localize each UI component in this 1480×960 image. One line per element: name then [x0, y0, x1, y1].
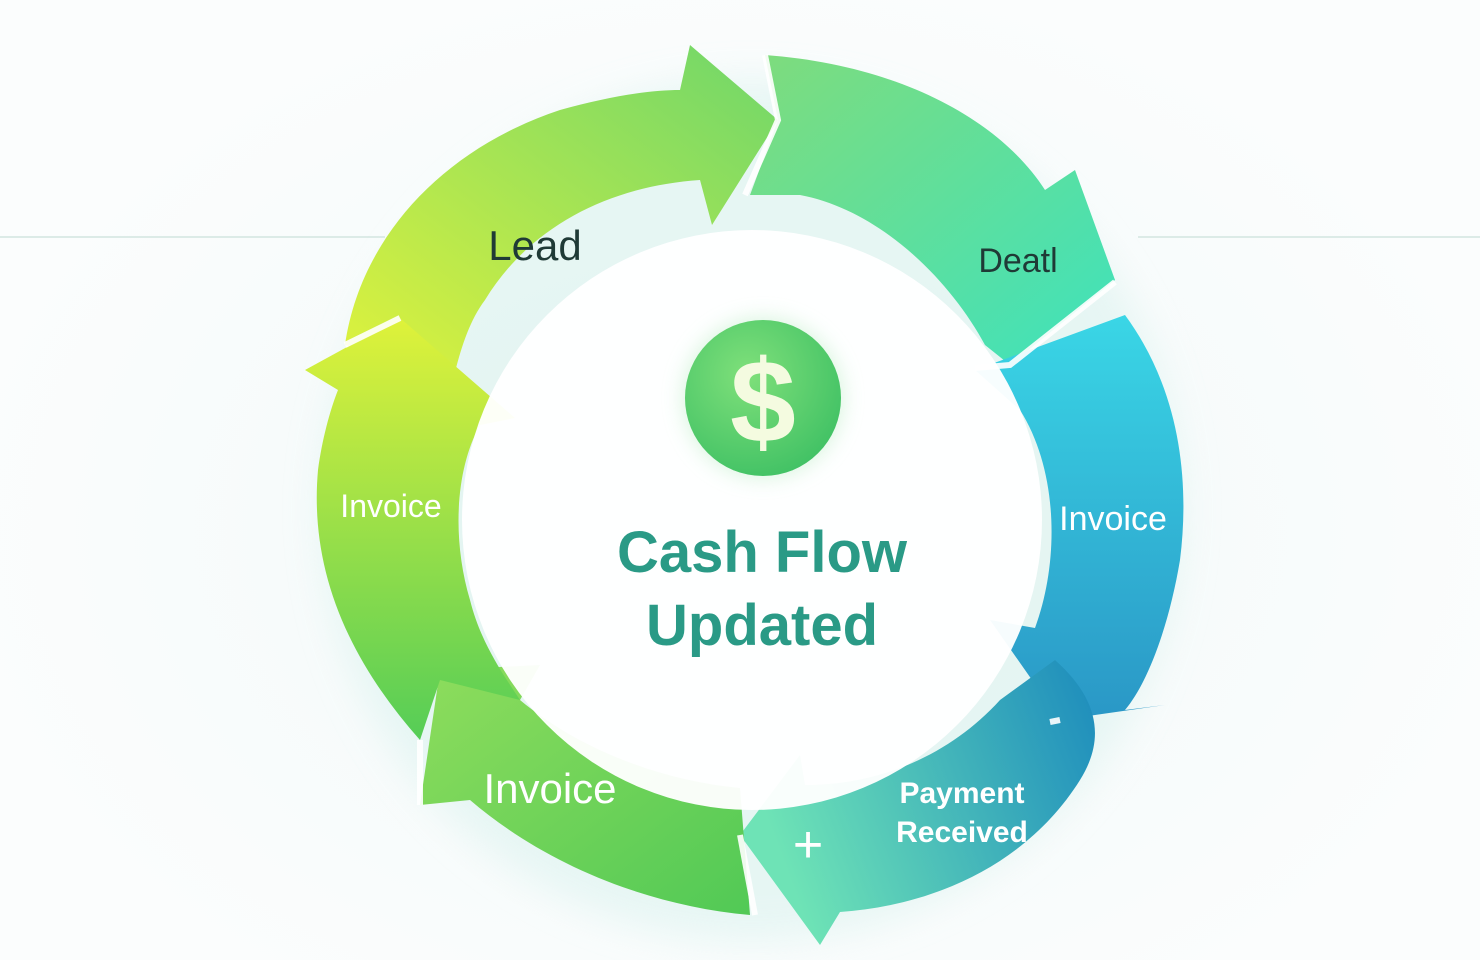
stage-arrow-invoice-left	[305, 318, 520, 740]
svg-text:$: $	[730, 336, 796, 468]
stage-label-invoice-right: Invoice	[1059, 500, 1167, 538]
center-title-line2: Updated	[646, 593, 878, 658]
stage-label-payment-line2: Received	[896, 816, 1028, 849]
header-divider-left	[0, 236, 385, 238]
stage-arrow-deal	[750, 55, 1115, 365]
stage-label-payment-line1: Payment	[899, 777, 1024, 810]
stage-label-invoice-left: Invoice	[340, 488, 441, 524]
stage-label-invoice-bottom: Invoice	[483, 765, 616, 812]
stage-arrow-lead	[345, 45, 778, 372]
stage-label-lead: Lead	[488, 222, 581, 269]
dollar-icon: $	[685, 320, 841, 476]
header-divider-right	[1138, 236, 1480, 238]
stage-arrow-payment	[740, 660, 1095, 945]
center-disc	[462, 230, 1042, 810]
stage-label-deal: Deatl	[978, 242, 1057, 280]
stage-arrow-invoice-right	[975, 315, 1184, 720]
stage-arrow-invoice-bottom	[420, 665, 750, 915]
center-title-line1: Cash Flow	[617, 520, 908, 585]
plus-icon: +	[793, 816, 823, 874]
